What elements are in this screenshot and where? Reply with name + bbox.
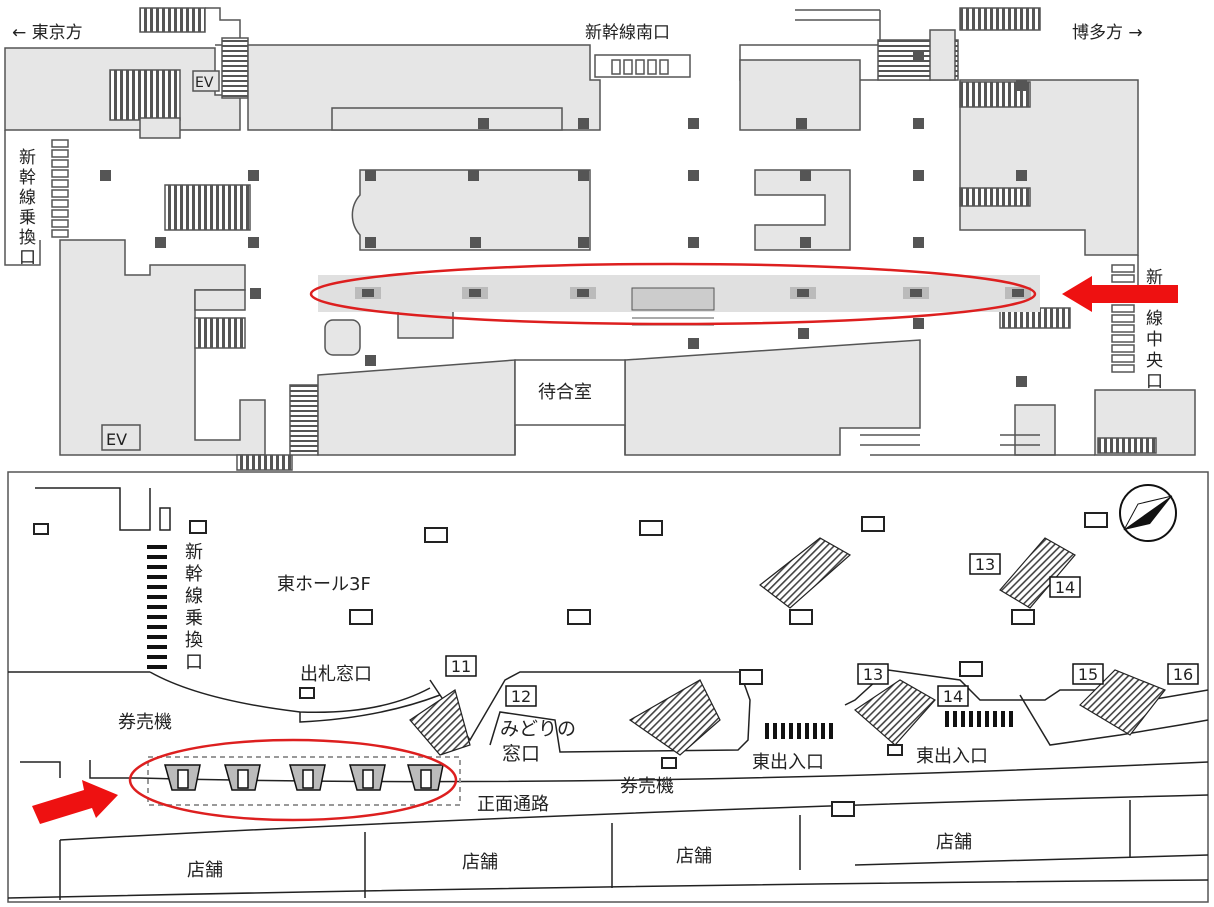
stairs xyxy=(109,69,181,121)
svg-text:線: 線 xyxy=(185,586,203,607)
gate-units xyxy=(611,59,669,75)
elevator-label: EV xyxy=(195,75,214,91)
top-central-gate-label: 新 線 中 央 口 xyxy=(1146,268,1163,392)
red-arrow-bottom xyxy=(32,780,118,824)
connector-stairs xyxy=(221,37,249,99)
svg-text:線: 線 xyxy=(1146,309,1163,329)
shop-label-4: 店舗 xyxy=(936,832,972,853)
main-passage-label: 正面通路 xyxy=(477,794,549,815)
bottom-map-frame xyxy=(7,471,1209,903)
svg-text:幹: 幹 xyxy=(19,167,36,188)
svg-text:中: 中 xyxy=(1146,330,1163,350)
east-exit-label-2: 東出入口 xyxy=(916,746,988,767)
svg-text:新: 新 xyxy=(1146,268,1163,288)
shop-label-2: 店舗 xyxy=(462,852,498,873)
svg-text:13: 13 xyxy=(975,555,995,574)
svg-text:口: 口 xyxy=(1146,372,1163,392)
svg-text:幹: 幹 xyxy=(185,564,203,585)
right-upper-lines xyxy=(739,9,931,81)
svg-text:乗: 乗 xyxy=(185,608,203,629)
gate-machines-top xyxy=(355,287,1031,299)
octagon-pillar xyxy=(324,319,361,356)
svg-text:11: 11 xyxy=(451,657,471,676)
gate-number-boxes xyxy=(445,553,1199,707)
lower-middle-block xyxy=(317,359,516,456)
svg-text:13: 13 xyxy=(863,665,883,684)
east-exit-label-1: 東出入口 xyxy=(752,752,824,773)
lower-right-block xyxy=(624,339,921,456)
bottom-transfer-label: 新 幹 線 乗 換 口 xyxy=(185,542,203,673)
u-block xyxy=(754,169,851,251)
svg-text:14: 14 xyxy=(1055,578,1075,597)
top-floor-map xyxy=(4,7,1196,471)
right-stairs-2 xyxy=(959,187,1031,207)
upper-right-stairs-2 xyxy=(959,7,1041,31)
east-exit-gates xyxy=(765,711,1013,739)
svg-text:乗: 乗 xyxy=(19,208,36,228)
tokyo-direction-label: ← 東京方 xyxy=(12,23,83,43)
bottom-stairs xyxy=(236,454,293,471)
left-transfer-gate xyxy=(51,139,69,238)
svg-text:新: 新 xyxy=(185,542,203,563)
lower-right-lines xyxy=(860,434,1095,456)
svg-text:央: 央 xyxy=(1146,351,1163,371)
ticket-machines-highlighted xyxy=(164,764,444,791)
east-hall-label: 東ホール3F xyxy=(277,574,371,595)
top-stairs xyxy=(139,7,206,33)
lower-right-room xyxy=(1014,404,1056,456)
right-central-gate xyxy=(1111,264,1135,373)
ticket-window-label: 出札窓口 xyxy=(300,664,372,685)
pillars-top xyxy=(100,50,1027,387)
transfer-gate-bottom xyxy=(147,545,167,669)
svg-text:15: 15 xyxy=(1078,665,1098,684)
compass-icon xyxy=(1119,484,1177,542)
gate-number-labels: 11 12 13 14 13 14 15 16 xyxy=(451,555,1193,706)
midori-window-label-2: 窓口 xyxy=(502,743,540,765)
right-wall-block xyxy=(959,79,1139,256)
outer-lines xyxy=(4,130,1139,290)
small-box xyxy=(139,117,181,139)
svg-text:換: 換 xyxy=(19,228,36,248)
ticket-machines-label: 券売機 xyxy=(118,712,172,733)
left-lower-stairs xyxy=(289,384,319,456)
bottom-floor-lines xyxy=(7,487,1209,900)
svg-text:口: 口 xyxy=(185,652,203,673)
waiting-room-walls xyxy=(514,425,626,455)
svg-text:16: 16 xyxy=(1173,665,1193,684)
svg-text:12: 12 xyxy=(511,687,531,706)
svg-text:口: 口 xyxy=(19,248,36,268)
upper-right-room xyxy=(929,29,956,81)
gate-frame xyxy=(594,54,691,78)
elevator-label-lower: EV xyxy=(106,430,127,449)
machine-area-frame xyxy=(147,756,461,806)
hakata-direction-label: 博多方 → xyxy=(1072,23,1143,43)
svg-text:線: 線 xyxy=(19,188,36,208)
svg-text:14: 14 xyxy=(943,687,963,706)
elevator-box xyxy=(192,70,220,92)
top-transfer-label: 新 幹 線 乗 換 口 xyxy=(19,148,36,268)
shop-label-1: 店舗 xyxy=(187,860,223,881)
lower-left-stairs xyxy=(194,317,246,349)
lower-box xyxy=(194,289,246,311)
highlight-ellipse-top xyxy=(309,262,1037,326)
svg-text:新: 新 xyxy=(19,148,36,168)
svg-text:換: 換 xyxy=(185,630,203,651)
shop-strip xyxy=(331,107,563,131)
red-arrow-top xyxy=(1062,276,1178,312)
bottom-stairs xyxy=(409,537,1166,756)
center-block xyxy=(351,169,591,251)
right-outer-stairs xyxy=(1097,437,1157,454)
shop-label-3: 店舗 xyxy=(676,846,712,867)
elevator-box-lower xyxy=(101,424,141,451)
ticket-machines-label-2: 券売機 xyxy=(620,776,674,797)
midori-window-label-1: みどりの xyxy=(500,718,576,740)
center-kiosk xyxy=(631,287,715,311)
highlight-ellipse-bottom xyxy=(128,738,458,822)
waiting-room-label: 待合室 xyxy=(538,382,592,403)
south-gate-label: 新幹線南口 xyxy=(585,22,670,43)
mid-left-stairs xyxy=(164,184,251,231)
pillars-bottom xyxy=(33,512,1108,817)
waiting-room xyxy=(514,359,626,426)
